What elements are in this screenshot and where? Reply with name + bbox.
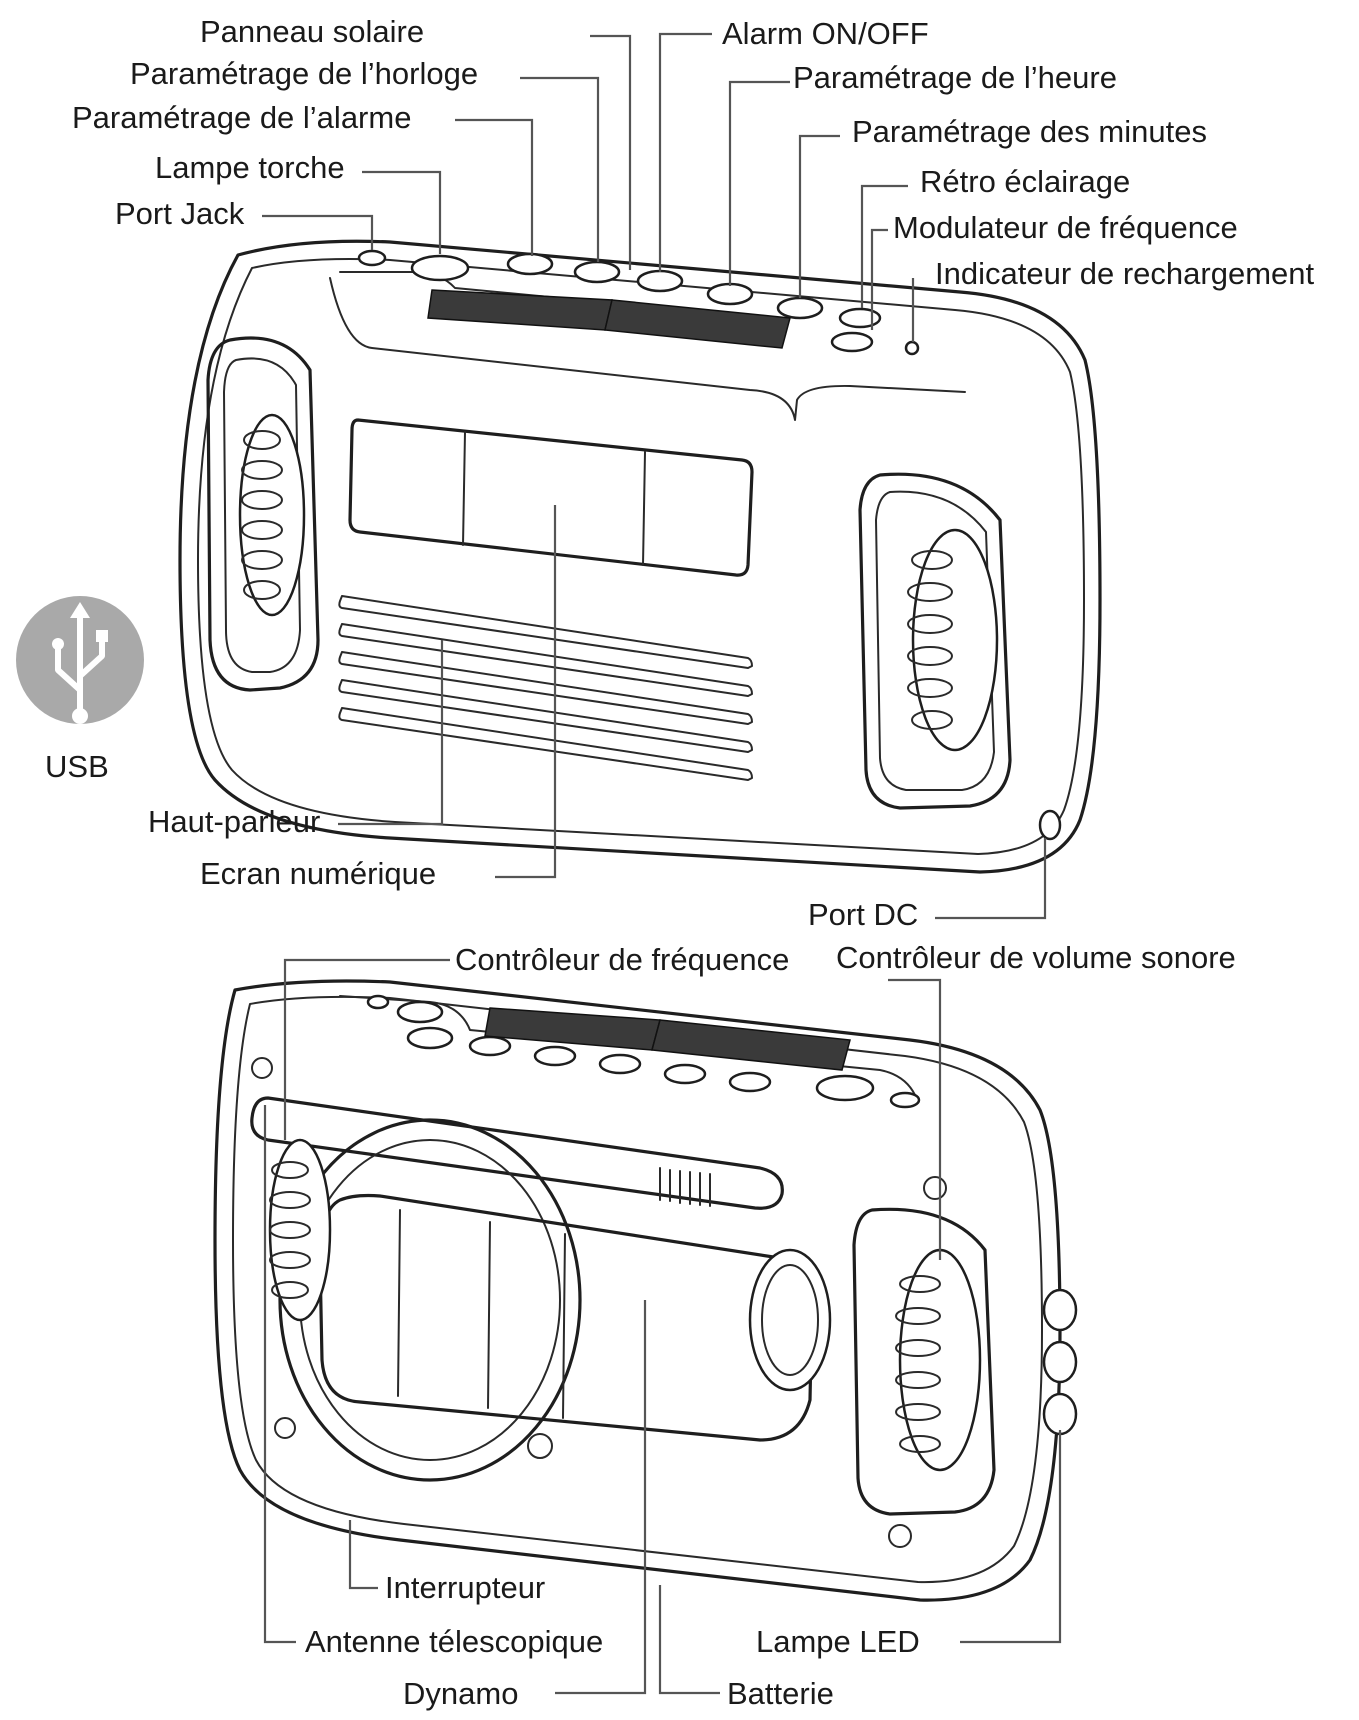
telescopic-antenna (250, 1096, 784, 1210)
dynamo (278, 1118, 582, 1482)
back-button-3 (468, 1035, 512, 1057)
volume-controller (895, 1248, 982, 1472)
label-dc-port: Port DC (808, 897, 918, 932)
back-jack-port (366, 994, 390, 1010)
label-backlight: Rétro éclairage (920, 164, 1130, 199)
backlight-button (838, 307, 882, 329)
back-button-5 (598, 1053, 642, 1075)
radio-back-view (213, 979, 1078, 1602)
back-button-2 (406, 1026, 454, 1050)
alarm-toggle-button (636, 269, 684, 293)
label-battery: Batterie (727, 1676, 834, 1711)
flashlight-button (410, 254, 470, 282)
back-button-6 (663, 1063, 707, 1085)
usb-icon (16, 596, 144, 724)
label-speaker: Haut-parleur (148, 804, 320, 839)
back-solar-panel (484, 1007, 661, 1051)
charge-indicator (904, 340, 920, 356)
back-button-4 (533, 1045, 577, 1067)
label-dynamo: Dynamo (403, 1676, 518, 1711)
callout-labels: Panneau solaire Paramétrage de l’horloge… (72, 14, 1315, 1711)
usb-label: USB (45, 749, 109, 784)
label-jack-port: Port Jack (115, 196, 245, 231)
led-lamp (1042, 1288, 1078, 1436)
speaker-grille (338, 595, 753, 781)
left-crank-knob (238, 413, 306, 617)
label-switch: Interrupteur (385, 1570, 545, 1605)
label-alarm-set: Paramétrage de l’alarme (72, 100, 411, 135)
jack-port (357, 249, 387, 267)
label-charge-indicator: Indicateur de rechargement (935, 256, 1315, 291)
label-volume-controller: Contrôleur de volume sonore (836, 940, 1236, 975)
label-led-lamp: Lampe LED (756, 1624, 920, 1659)
back-button-1 (396, 1000, 444, 1024)
label-solar-panel: Panneau solaire (200, 14, 424, 49)
label-hour-set: Paramétrage de l’heure (793, 60, 1117, 95)
hour-set-button (706, 282, 754, 306)
clock-set-button (573, 260, 621, 284)
label-minute-set: Paramétrage des minutes (852, 114, 1207, 149)
label-alarm-toggle: Alarm ON/OFF (722, 16, 929, 51)
digital-display (348, 418, 754, 577)
back-button-7 (728, 1071, 772, 1093)
back-button-9 (889, 1091, 921, 1109)
label-telescopic-antenna: Antenne télescopique (305, 1624, 603, 1659)
frequency-controller (268, 1138, 332, 1322)
dc-port (1038, 809, 1062, 841)
crank-handle-knob (748, 1248, 832, 1392)
minute-set-button (776, 296, 824, 320)
alarm-set-button (506, 252, 554, 276)
label-frequency-mod: Modulateur de fréquence (893, 210, 1238, 245)
battery-compartment (318, 1193, 814, 1442)
radio-front-view (178, 239, 1102, 874)
callout-lines (262, 32, 1062, 1695)
right-crank-knob (907, 528, 999, 752)
label-clock-set: Paramétrage de l’horloge (130, 56, 478, 91)
back-button-8 (815, 1074, 875, 1102)
solar-panel (427, 289, 613, 331)
label-frequency-controller: Contrôleur de fréquence (455, 942, 789, 977)
frequency-mod-button (830, 331, 874, 353)
label-flashlight: Lampe torche (155, 150, 345, 185)
label-digital-display: Ecran numérique (200, 856, 436, 891)
